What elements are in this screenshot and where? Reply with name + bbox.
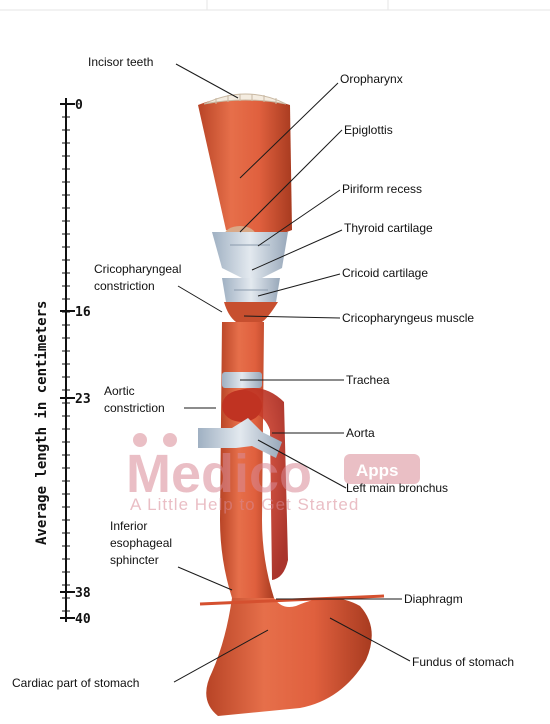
label-fundus-of-stomach: Fundus of stomach (412, 655, 514, 669)
label-aortic-constriction: Aortic (104, 384, 135, 398)
label-inferior-esophageal-sphincter: esophageal (110, 536, 172, 550)
diaphragm-shape (200, 596, 384, 604)
scale-axis-title: Average length in centimeters (34, 301, 50, 545)
cricopharyngeus-shape (224, 302, 278, 322)
label-cricoid-cartilage: Cricoid cartilage (342, 266, 428, 280)
label-aorta: Aorta (346, 426, 375, 440)
label-aortic-constriction: constriction (104, 401, 165, 415)
label-inferior-esophageal-sphincter: Inferior (110, 519, 147, 533)
aortic-arch-shape (222, 390, 262, 422)
label-epiglottis: Epiglottis (344, 123, 393, 137)
watermark: Medico Apps A Little Help to Get Started (126, 433, 420, 514)
watermark-tagline: A Little Help to Get Started (130, 495, 359, 514)
label-inferior-esophageal-sphincter: sphincter (110, 553, 159, 567)
label-cricopharyngeal-constriction: Cricopharyngeal (94, 262, 181, 276)
watermark-badge-text: Apps (356, 461, 399, 480)
label-oropharynx: Oropharynx (340, 72, 403, 86)
label-cricopharyngeus-muscle: Cricopharyngeus muscle (342, 311, 474, 325)
length-scale: 0 16 23 38 40 Average length in centimet… (34, 98, 91, 627)
label-incisor-teeth: Incisor teeth (88, 55, 153, 69)
label-trachea: Trachea (346, 373, 390, 387)
scale-tick-label: 23 (75, 392, 91, 407)
label-diaphragm: Diaphragm (404, 592, 463, 606)
scale-tick-label: 16 (75, 305, 91, 320)
thyroid-cartilage-shape (212, 232, 288, 278)
scale-tick-label: 40 (75, 612, 91, 627)
label-cardiac-part-of-stomach: Cardiac part of stomach (12, 676, 139, 690)
label-thyroid-cartilage: Thyroid cartilage (344, 221, 433, 235)
label-left-main-bronchus: Left main bronchus (346, 481, 448, 495)
label-cricopharyngeal-constriction: constriction (94, 279, 155, 293)
scale-tick-label: 38 (75, 586, 91, 601)
oropharynx-shape (198, 97, 292, 238)
stomach-shape (206, 598, 372, 716)
label-piriform-recess: Piriform recess (342, 182, 422, 196)
scale-tick-label: 0 (75, 98, 83, 113)
